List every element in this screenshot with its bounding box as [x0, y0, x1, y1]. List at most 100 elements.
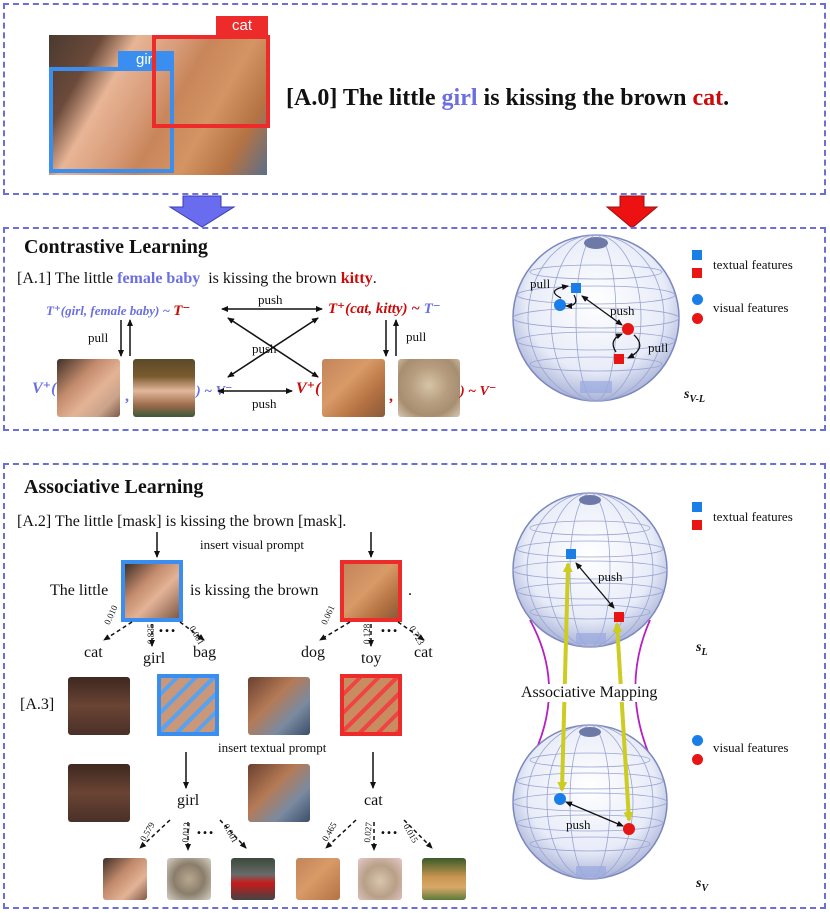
vl-text-feature-2 — [614, 354, 624, 364]
legend-text-square-red — [692, 268, 702, 278]
panel-a0 — [3, 3, 826, 195]
t-girl-expression: T⁺(girl, female baby) ~ T⁻ — [46, 301, 190, 320]
v-cat-close-text: ) ~ V⁻ — [460, 384, 497, 399]
t-cat-neg: T⁻ — [423, 301, 441, 317]
panel-associative — [3, 463, 826, 909]
sl-text-feature-blue — [566, 549, 576, 559]
a1-suffix: . — [372, 270, 377, 287]
v-girl-close-text: ) ~ V⁻ — [196, 384, 233, 399]
a0-cat-word: cat — [692, 85, 724, 111]
a1-prefix: [A.1] The little — [17, 270, 118, 287]
dash-cat-2 — [397, 621, 425, 641]
result-car — [231, 858, 275, 900]
legend-textual-features: textual features — [713, 257, 793, 272]
insert-visual-prompt: insert visual prompt — [200, 537, 304, 552]
sv-push-arrow — [565, 801, 624, 827]
sphere-sl-body — [512, 492, 668, 648]
a2-sentence: [A.2] The little [mask] is kissing the b… — [17, 513, 347, 530]
sl-text-feature-red — [614, 612, 624, 622]
push-bottom-label: push — [252, 396, 277, 411]
thumb-cat-closeup — [322, 359, 385, 417]
visual-prompt-cat — [340, 560, 402, 622]
a3-cat-word: cat — [364, 792, 383, 809]
mapping-label: Associative Mapping — [519, 684, 660, 702]
pred-girl-0: cat — [84, 644, 103, 661]
t-girl-neg: T⁻ — [173, 303, 191, 319]
vl-pull-arc-1b — [565, 294, 577, 309]
a0-suffix: . — [723, 85, 730, 111]
vl-pull-label-1: pull — [530, 276, 551, 291]
a0-middle: is kissing the brown — [477, 85, 693, 111]
sphere-vl-sub: V-L — [689, 393, 706, 405]
result-teddy — [358, 858, 402, 900]
vl-text-feature-1 — [571, 283, 581, 293]
a3-masked-girl — [157, 674, 219, 736]
a2-period: . — [408, 582, 412, 599]
a0-prefix: [A.0] The little — [286, 85, 442, 111]
assoc-legend-visual-blue — [692, 735, 703, 746]
a0-girl-word: girl — [441, 85, 478, 111]
a3-masked-cat — [340, 674, 402, 736]
v-cat-close: ) ~ V⁻ — [460, 383, 496, 400]
a3-door-1 — [68, 677, 130, 735]
pull-right-label: pull — [406, 329, 427, 344]
girl-bounding-box — [49, 67, 174, 173]
sphere-sl-s: s — [696, 640, 702, 655]
a3-girl-word: girl — [177, 792, 200, 809]
mapping-arrow-red — [612, 622, 634, 822]
vl-pull-arc-2b — [612, 333, 623, 353]
mapping-arrow-blue — [557, 562, 573, 792]
pred-girl-1: girl — [143, 650, 166, 667]
sl-push-label: push — [598, 569, 623, 584]
assoc-legend-text-red — [692, 520, 702, 530]
thumb-cat-kitten — [398, 359, 460, 417]
t-cat: T⁺(cat, kitty) ~ — [328, 301, 424, 317]
comma-girl: , — [125, 388, 129, 405]
t-cat-expression: T⁺(cat, kitty) ~ T⁻ — [328, 299, 441, 318]
sphere-sv-s: s — [696, 876, 702, 891]
a1-middle: is kissing the brown — [200, 270, 341, 287]
a3-door-2 — [68, 764, 130, 822]
contrastive-title: Contrastive Learning — [24, 236, 208, 258]
vl-pull-label-2: pull — [648, 340, 669, 355]
sv-visual-feature-blue — [554, 793, 566, 805]
vl-visual-feature-2 — [622, 323, 634, 335]
sphere-sv-body — [512, 724, 668, 880]
sphere-sv-sub: V — [701, 882, 709, 894]
assoc-legend-text-blue — [692, 502, 702, 512]
thumb-girl-portrait — [133, 359, 195, 417]
result-cat — [296, 858, 340, 900]
a3-cat-patch-2 — [248, 764, 310, 822]
v-girl-open: V⁺( — [32, 380, 57, 397]
t-girl: T⁺(girl, female baby) ~ — [46, 303, 174, 318]
result-hedgehog — [167, 858, 211, 900]
sv-push-label: push — [566, 817, 591, 832]
result-puppy — [422, 858, 466, 900]
is-kissing: is kissing the brown — [190, 582, 319, 599]
associative-title: Associative Learning — [24, 476, 204, 498]
dots-girl-2: … — [196, 818, 214, 838]
pull-left-label: pull — [88, 330, 109, 345]
sphere-sl-label: sL — [696, 640, 708, 658]
legend-visual-circle-blue — [692, 294, 703, 305]
assoc-legend-visual: visual features — [713, 740, 789, 755]
pred-girl-2: bag — [193, 644, 217, 661]
dots-cat-2: … — [380, 818, 398, 838]
a3-label: [A.3] — [20, 696, 55, 713]
sphere-sv-label: sV — [696, 876, 708, 894]
legend-visual-features: visual features — [713, 300, 789, 315]
vl-push-arrow — [581, 295, 623, 326]
panel-contrastive — [3, 227, 826, 431]
result-girl-kiss — [103, 858, 147, 900]
vl-pull-arc-2 — [627, 334, 641, 359]
cat-bounding-box — [152, 35, 270, 128]
assoc-legend-textual: textual features — [713, 509, 793, 524]
a1-word-female-baby: female baby — [117, 270, 201, 287]
dots-girl-1: … — [158, 616, 176, 636]
push-top-label: push — [258, 292, 283, 307]
visual-prompt-girl — [121, 560, 183, 622]
